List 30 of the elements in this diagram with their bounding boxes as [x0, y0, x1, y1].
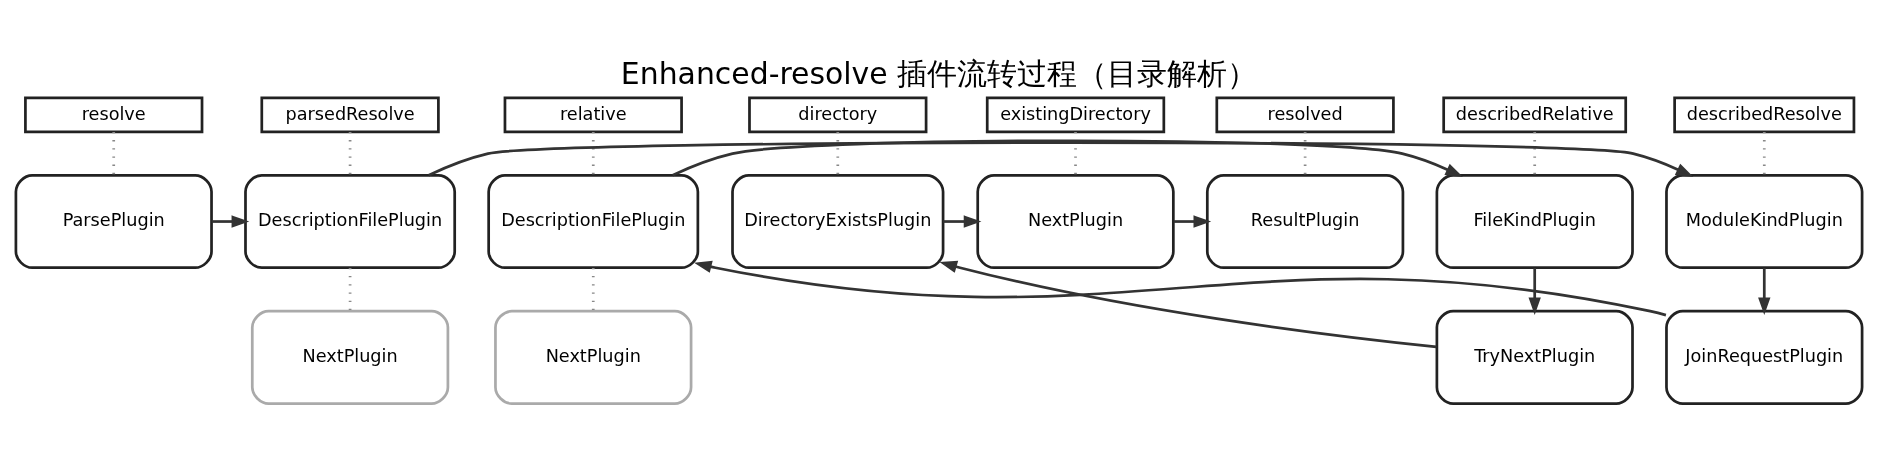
node-box: ResultPlugin	[1205, 173, 1405, 269]
arrow	[694, 260, 1667, 316]
arrow	[211, 214, 250, 228]
node-box: describedRelative	[1442, 96, 1628, 133]
arrow	[428, 140, 1694, 177]
diagram-title: Enhanced-resolve 插件流转过程（目录解析）	[620, 55, 1258, 91]
node-box: parsedResolve	[260, 96, 440, 133]
node-box: NextPlugin	[250, 309, 450, 405]
node-box: NextPlugin	[494, 309, 693, 405]
node-box: ModuleKindPlugin	[1665, 173, 1864, 269]
node-box: ParsePlugin	[14, 173, 213, 269]
node-box: NextPlugin	[976, 173, 1175, 269]
node-box: JoinRequestPlugin	[1665, 309, 1864, 405]
arrow	[939, 260, 1437, 348]
node-box: directory	[748, 96, 928, 133]
arrow	[1528, 267, 1541, 315]
node-box: resolve	[24, 96, 204, 133]
node-box: DescriptionFilePlugin	[244, 173, 457, 269]
arrow	[943, 214, 982, 228]
node-box: describedResolve	[1673, 96, 1856, 133]
node-box: DescriptionFilePlugin	[487, 173, 700, 269]
node-box: existingDirectory	[985, 96, 1166, 133]
node-box: DirectoryExistsPlugin	[731, 173, 945, 269]
node-box: TryNextPlugin	[1435, 309, 1634, 405]
arrow	[672, 138, 1464, 177]
node-box: resolved	[1215, 96, 1395, 133]
node-box: relative	[503, 96, 683, 133]
node-box: FileKindPlugin	[1435, 173, 1634, 269]
arrow	[1758, 267, 1771, 315]
arrow	[1173, 214, 1212, 228]
